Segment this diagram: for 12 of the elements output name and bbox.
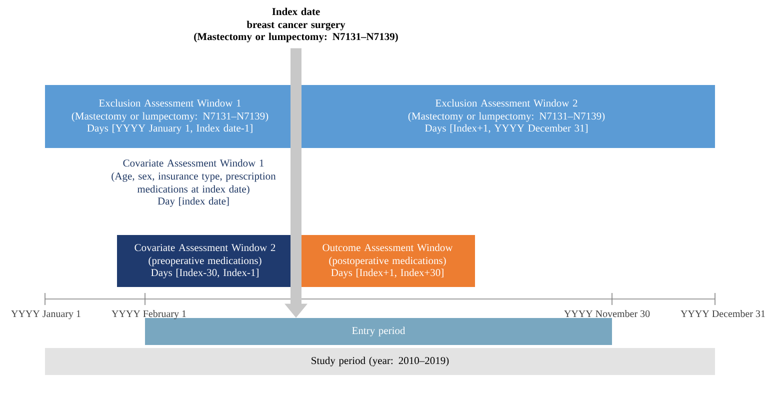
- window-box: Outcome Assessment Window (postoperative medications) Days [Index+1, Index+30]: [300, 235, 475, 287]
- period-bar: Entry period: [145, 318, 612, 345]
- tick-label: YYYY January 1: [11, 310, 80, 320]
- tick-label: YYYY December 31: [680, 310, 765, 318]
- window-box: Covariate Assessment Window 2 (preoperative medications) Days [Index-30, Index-1]: [117, 235, 293, 287]
- window-box: Exclusion Assessment Window 1 (Mastectomy or lumpectomy: N7131–N7139) Days [YYYY January 1, Index date-1]: [45, 85, 295, 148]
- window-text: Covariate Assessment Window 1 (Age, sex, insurance type, prescription medications at index date) Day [index date]: [112, 159, 276, 207]
- heading-text: Index date breast cancer surgery (Mastectomy or lumpectomy: N7131–N7139): [194, 8, 398, 42]
- tick-label: YYYY November 30: [564, 310, 650, 318]
- tick-label: YYYY February 1: [112, 310, 186, 320]
- window-box: Exclusion Assessment Window 2 (Mastectomy or lumpectomy: N7131–N7139) Days [Index+1, YYYY December 31]: [298, 85, 715, 148]
- period-bar: Study period (year: 2010–2019): [45, 348, 715, 375]
